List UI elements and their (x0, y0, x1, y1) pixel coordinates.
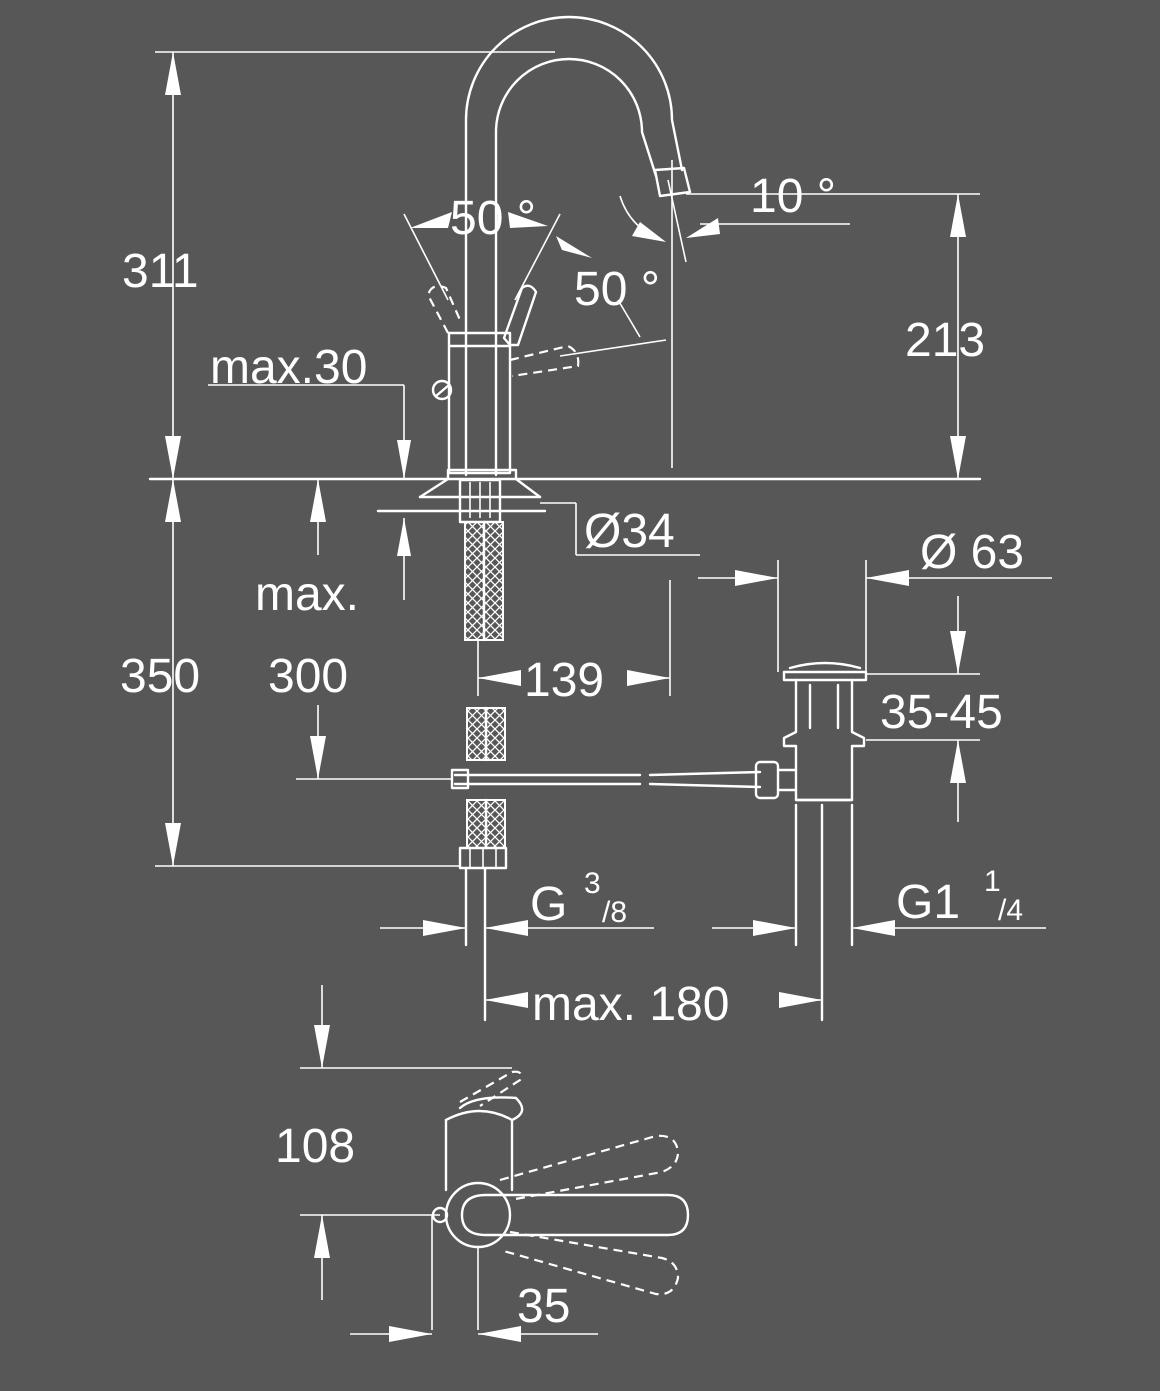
label-lever-offset: 35 (517, 1280, 570, 1333)
waste-flange (782, 670, 868, 682)
label-waste-height: 35-45 (880, 686, 1003, 739)
lever-dashed-left (426, 285, 462, 334)
lever-dashed-right (509, 344, 580, 378)
waste-body (782, 678, 866, 802)
label-waste-thread-den: /4 (998, 894, 1023, 927)
waste-lever-housing (754, 760, 780, 800)
spout-plan (444, 1118, 514, 1192)
label-lever-height: 108 (275, 1120, 355, 1173)
lever-plan (460, 1193, 690, 1237)
label-height-spout: 213 (905, 314, 985, 367)
body-plan (444, 1181, 512, 1249)
label-reach: 139 (524, 654, 604, 707)
label-angle-lever-right: 50 ° (574, 263, 660, 316)
plan-view (300, 985, 690, 1342)
lever-knob (431, 379, 453, 401)
label-waste-thread-num: 1 (984, 865, 1001, 898)
waste-assembly (754, 661, 868, 1022)
dimension-labels: 311 213 10 ° 50 ° 50 ° max.30 Ø34 Ø 63 1… (120, 170, 1024, 1333)
faucet-elevation (148, 15, 982, 1022)
faucet-body (447, 331, 512, 475)
label-tail-spacing: max. 180 (532, 978, 729, 1031)
label-below-deck: 350 (120, 650, 200, 703)
label-height-total: 311 (122, 245, 199, 298)
label-hole-diameter: Ø34 (584, 505, 675, 558)
label-deck-thickness: max.30 (210, 341, 367, 394)
aerator (653, 166, 692, 198)
label-waste-thread: G1 (896, 876, 960, 929)
spout-outer (464, 15, 684, 477)
label-hose-max: max. (255, 568, 359, 621)
label-angle-spout: 10 ° (750, 170, 836, 223)
label-waste-diameter: Ø 63 (920, 526, 1024, 579)
label-inlet-thread-num: 3 (584, 867, 601, 900)
dimension-lines (155, 51, 1052, 1008)
label-hose-value: 300 (268, 650, 348, 703)
label-inlet-thread: G (530, 878, 567, 931)
label-angle-lever-left: 50 ° (450, 192, 536, 245)
base-flange (446, 468, 518, 481)
spout-inner (494, 57, 658, 477)
label-inlet-thread-den: /8 (602, 896, 627, 929)
